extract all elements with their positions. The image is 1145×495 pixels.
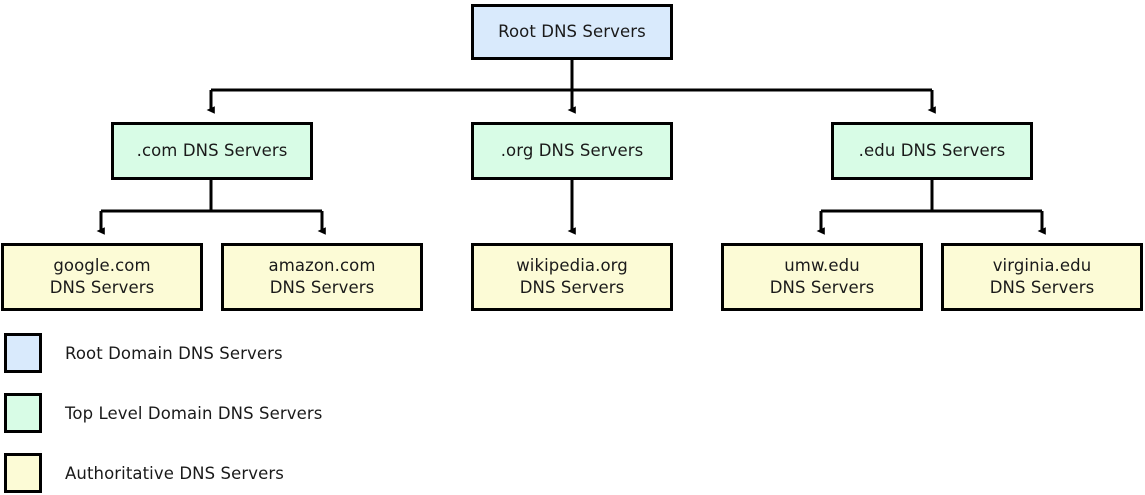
node-edu-dns-servers: .edu DNS Servers bbox=[831, 122, 1033, 180]
legend-swatch-authoritative bbox=[4, 453, 42, 493]
node-umw-edu-dns-servers: umw.edu DNS Servers bbox=[721, 243, 923, 311]
node-root-dns-servers: Root DNS Servers bbox=[471, 4, 673, 60]
legend-swatch-root-domain bbox=[4, 333, 42, 373]
legend-label-authoritative: Authoritative DNS Servers bbox=[65, 463, 284, 483]
node-wikipedia-org-dns-servers: wikipedia.org DNS Servers bbox=[471, 243, 673, 311]
node-com-dns-servers: .com DNS Servers bbox=[111, 122, 313, 180]
node-org-dns-servers: .org DNS Servers bbox=[471, 122, 673, 180]
legend-item-top-level-domain: Top Level Domain DNS Servers bbox=[4, 391, 322, 435]
node-virginia-edu-dns-servers: virginia.edu DNS Servers bbox=[941, 243, 1143, 311]
legend-label-root-domain: Root Domain DNS Servers bbox=[65, 343, 283, 363]
legend-swatch-top-level-domain bbox=[4, 393, 42, 433]
node-amazon-com-dns-servers: amazon.com DNS Servers bbox=[221, 243, 423, 311]
node-google-com-dns-servers: google.com DNS Servers bbox=[1, 243, 203, 311]
legend-item-root-domain: Root Domain DNS Servers bbox=[4, 331, 283, 375]
legend-item-authoritative: Authoritative DNS Servers bbox=[4, 451, 284, 495]
legend-label-top-level-domain: Top Level Domain DNS Servers bbox=[65, 403, 323, 423]
